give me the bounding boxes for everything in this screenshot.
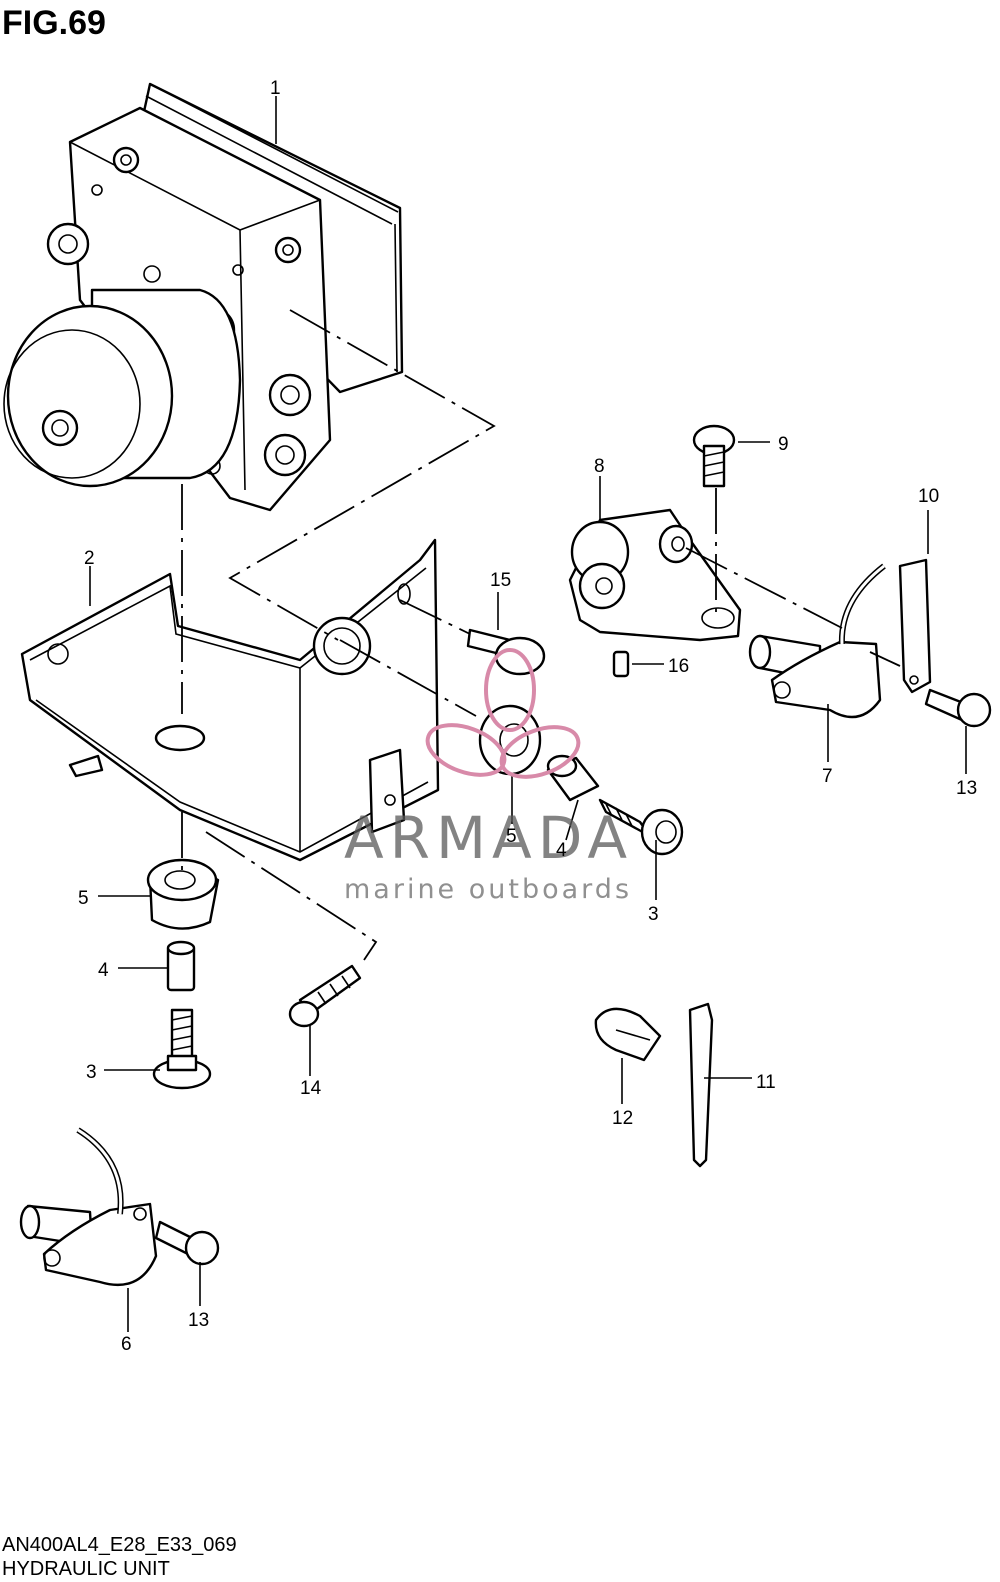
- watermark-tagline: marine outboards: [344, 874, 632, 905]
- callout-2: 2: [84, 548, 95, 569]
- callout-10: 10: [918, 486, 939, 507]
- leader-lines: [89, 96, 967, 1332]
- callout-3-center: 3: [648, 904, 659, 925]
- clip-12: [594, 1007, 662, 1062]
- sensor-7: [748, 563, 886, 719]
- bolt-14: [288, 964, 362, 1028]
- armada-watermark: ARMADA marine outboards: [344, 648, 633, 905]
- cable-tie-11: [688, 1002, 714, 1168]
- callout-12: 12: [612, 1108, 633, 1129]
- footer-model-code: AN400AL4_E28_E33_069: [2, 1534, 237, 1556]
- grommet-center: [478, 704, 542, 776]
- propeller-logo-icon: [425, 648, 581, 779]
- callout-6: 6: [121, 1334, 132, 1355]
- bracket: [20, 538, 440, 862]
- footer-section-name: HYDRAULIC UNIT: [2, 1558, 170, 1580]
- bolt-left: [152, 1008, 212, 1090]
- callout-1: 1: [270, 78, 281, 99]
- callout-3-left: 3: [86, 1062, 97, 1083]
- callouts: 1 2 3 3 4 4 5 5 6 7 8 9 10 11 12 13 13 1…: [78, 78, 977, 1355]
- hydraulic-unit: [3, 82, 404, 512]
- bolt-13-right: [924, 688, 992, 728]
- callout-9: 9: [778, 434, 789, 455]
- callout-14: 14: [300, 1078, 322, 1099]
- watermark-brand: ARMADA: [344, 804, 633, 872]
- callout-13-right: 13: [956, 778, 977, 799]
- callout-7: 7: [822, 766, 833, 787]
- callout-4-center: 4: [556, 840, 567, 861]
- bolt-center: [598, 798, 684, 856]
- callout-16: 16: [668, 656, 689, 677]
- callout-11: 11: [756, 1072, 776, 1093]
- callout-4-left: 4: [98, 960, 109, 981]
- callout-5-left: 5: [78, 888, 89, 909]
- collar-left: [166, 940, 196, 992]
- sensor-bracket: [568, 508, 742, 642]
- callout-15: 15: [490, 570, 511, 591]
- grommet-left: [146, 858, 220, 930]
- clamp-10: [898, 558, 932, 694]
- assembly-lines: [181, 309, 901, 961]
- bolt-13-left: [154, 1220, 220, 1266]
- collar-center: [546, 754, 600, 802]
- callout-5-center: 5: [506, 826, 517, 847]
- callout-13-left: 13: [188, 1310, 209, 1331]
- pin-16: [612, 650, 630, 678]
- fig-title: FIG.69: [2, 4, 106, 42]
- sensor-6: [19, 1127, 158, 1287]
- callout-8: 8: [594, 456, 605, 477]
- bolt-9: [692, 424, 736, 488]
